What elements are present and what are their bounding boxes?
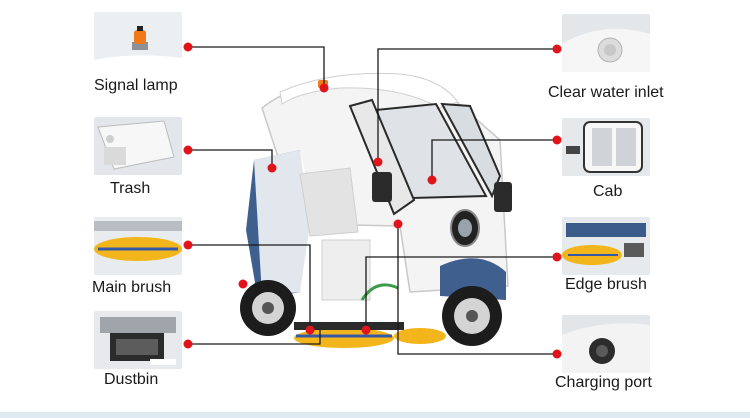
edge-brush-label: Edge brush xyxy=(565,276,647,293)
main-brush-thumbnail xyxy=(94,217,182,275)
edge-brush-thumb-dot xyxy=(552,252,562,262)
clear-water-inlet-vehicle-dot xyxy=(373,157,383,167)
edge-brush-thumbnail xyxy=(562,217,650,275)
edge-brush-vehicle-dot xyxy=(361,325,371,335)
dustbin-thumb-dot xyxy=(183,339,193,349)
trash-vehicle-dot xyxy=(267,163,277,173)
clear-water-inlet-label: Clear water inlet xyxy=(548,84,664,101)
signal-lamp-vehicle-dot xyxy=(319,83,329,93)
cab-vehicle-dot xyxy=(427,175,437,185)
trash-thumb-dot xyxy=(183,145,193,155)
charging-port-thumb-dot xyxy=(552,349,562,359)
cab-thumbnail xyxy=(562,118,650,176)
signal-lamp-thumb-dot xyxy=(183,42,193,52)
cab-label: Cab xyxy=(593,183,623,200)
main-brush-thumb-dot xyxy=(183,240,193,250)
dustbin-thumbnail xyxy=(94,311,182,369)
bottom-divider xyxy=(0,412,750,418)
cab-thumb-dot xyxy=(552,135,562,145)
trash-thumbnail xyxy=(94,117,182,175)
charging-port-label: Charging port xyxy=(555,374,652,391)
charging-port-vehicle-dot xyxy=(393,219,403,229)
dustbin-label: Dustbin xyxy=(104,371,159,388)
trash-label: Trash xyxy=(110,180,151,197)
signal-lamp-label: Signal lamp xyxy=(94,77,178,94)
dustbin-vehicle-dot xyxy=(238,279,248,289)
main-brush-label: Main brush xyxy=(92,279,172,296)
clear-water-inlet-thumbnail xyxy=(562,14,650,72)
signal-lamp-thumbnail xyxy=(94,12,182,70)
charging-port-thumbnail xyxy=(562,315,650,373)
main-brush-vehicle-dot xyxy=(305,325,315,335)
clear-water-inlet-thumb-dot xyxy=(552,44,562,54)
